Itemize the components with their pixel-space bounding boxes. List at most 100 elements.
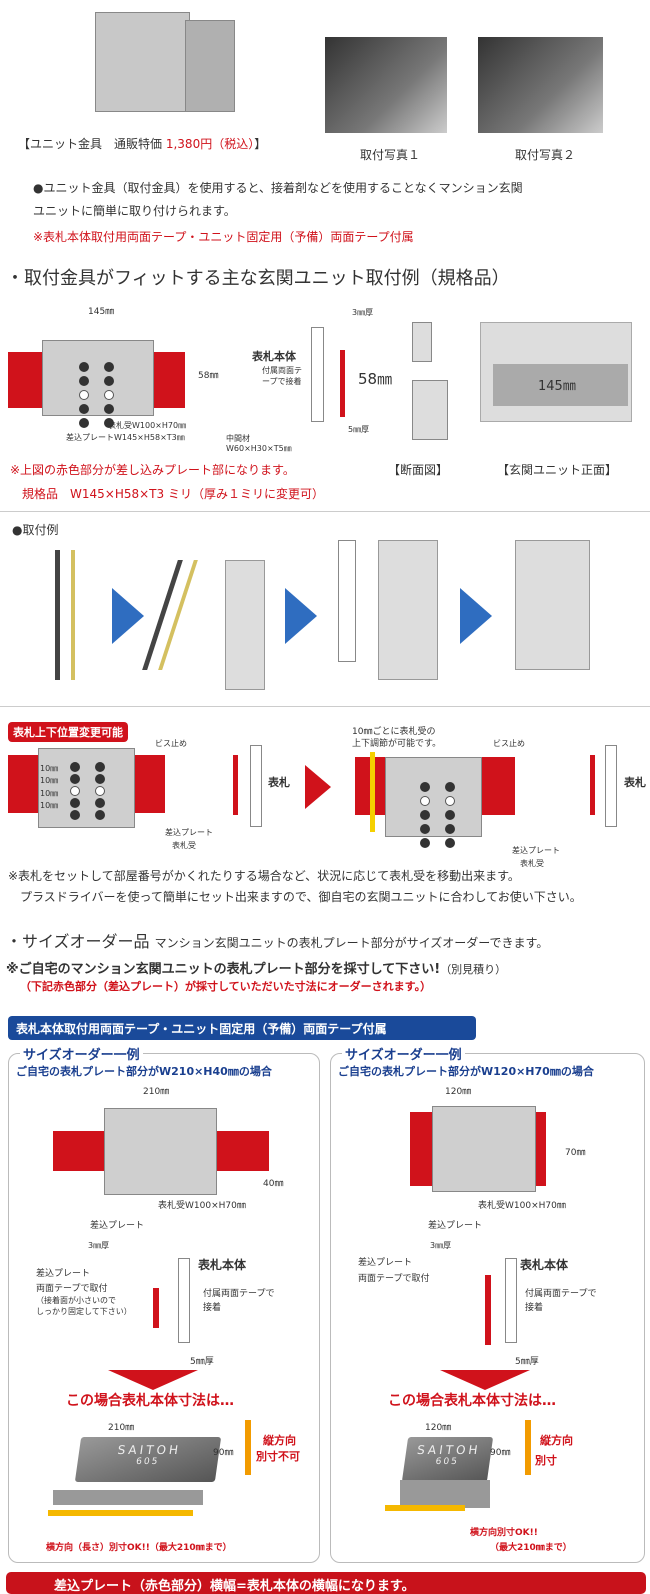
order-panel — [330, 1053, 645, 1563]
screw-label-right: ビス止め — [493, 739, 525, 748]
screw-hole — [95, 762, 105, 772]
dim-58: 58㎜ — [198, 371, 219, 381]
plate-label: 差込プレート — [428, 1221, 483, 1231]
panel-title: サイズオーダー一例 — [20, 1044, 143, 1063]
unit-bracket-image-back — [185, 20, 235, 112]
price-close: 】 — [254, 137, 267, 151]
photo2-caption: 取付写真２ — [515, 148, 576, 162]
adjust-arrow — [305, 765, 331, 809]
dim-height: 70㎜ — [565, 1148, 586, 1158]
receiver-label: 表札受W100×H70㎜ — [158, 1201, 246, 1211]
tape-note-1: （接着面が小さいので — [36, 1296, 116, 1305]
screw-hole — [420, 838, 430, 848]
screw-hole — [104, 362, 114, 372]
sign-label-left: 表札 — [268, 776, 290, 789]
description-line2: ユニットに簡単に取り付けられます。 — [33, 204, 236, 218]
adjust-note1: ※表札をセットして部屋番号がかくれたりする場合など、状況に応じて表札受を移動出来… — [8, 869, 520, 883]
screw-hole — [79, 390, 89, 400]
tape-label: 両面テープで取付 — [36, 1284, 108, 1294]
sign-name: SAITOH — [416, 1443, 482, 1457]
tape-note-2: しっかり固定して下さい） — [36, 1307, 132, 1316]
t3-label: 3㎜厚 — [88, 1241, 110, 1250]
order-bar: 表札本体取付用両面テープ・ユニット固定用（予備）両面テープ付属 — [8, 1016, 476, 1040]
step1 — [55, 550, 75, 680]
step2-unit — [225, 560, 265, 690]
step2 — [142, 560, 198, 670]
screw-hole — [445, 796, 455, 806]
mm10-2: 10㎜ — [40, 776, 59, 785]
plate-label-left: 差込プレート — [165, 828, 213, 837]
screw-label: ビス止め — [155, 739, 187, 748]
sign-name: SAITOH — [116, 1443, 183, 1457]
order-heading-title: ・サイズオーダー品 — [6, 932, 150, 951]
mm10-3: 10㎜ — [40, 789, 59, 798]
adjust-badge: 表札上下位置変更可能 — [8, 722, 128, 742]
plate-label-right: 差込プレート — [512, 846, 560, 855]
screw-hole — [70, 786, 80, 796]
plate-label-2: 差込プレート — [358, 1258, 413, 1268]
horizontal-arrow — [385, 1505, 465, 1511]
vertical-label-1: 縦方向 — [540, 1434, 573, 1447]
dim-145-big: 145㎜ — [538, 379, 576, 394]
screw-hole — [420, 810, 430, 820]
step3-unit — [378, 540, 438, 680]
screw-hole — [70, 774, 80, 784]
tape-label: 付属両面テープで接着 — [262, 366, 302, 386]
dim-height: 40㎜ — [263, 1179, 284, 1189]
mount-photo-2 — [478, 37, 603, 133]
receiver-label-right: 表札受 — [520, 859, 544, 868]
step-arrow-1 — [112, 588, 144, 644]
dim-58-big: 58㎜ — [358, 370, 393, 388]
order-bold: ※ご自宅のマンション玄関ユニットの表札プレート部分を採寸して下さい! — [6, 962, 441, 977]
adjust-tip1: 10㎜ごとに表札受の — [352, 727, 436, 737]
t3-label: 3㎜厚 — [352, 308, 374, 317]
sign-width: 120㎜ — [425, 1423, 452, 1433]
screw-hole — [95, 774, 105, 784]
std-note2: 規格品 W145×H58×T3 ミリ（厚み１ミリに変更可） — [22, 487, 324, 501]
std-note1: ※上図の赤色部分が差し込みプレート部になります。 — [10, 463, 295, 477]
side-sign — [178, 1258, 190, 1343]
divider — [0, 706, 650, 707]
photo1-caption: 取付写真１ — [360, 148, 421, 162]
sign-label-right: 表札 — [624, 776, 646, 789]
vertical-arrow — [525, 1420, 531, 1475]
section-label: 【断面図】 — [388, 463, 449, 477]
t5-label: 5㎜厚 — [348, 425, 370, 434]
result-label: この場合表札本体寸法は… — [388, 1393, 556, 1409]
order-heading-sub: マンション玄関ユニットの表札プレート部分がサイズオーダーできます。 — [154, 936, 549, 950]
screw-hole — [420, 824, 430, 834]
sign-body-label: 表札本体 — [198, 1258, 247, 1272]
screw-hole — [79, 418, 89, 428]
footer-bar: 差込プレート（赤色部分）横幅=表札本体の横幅になります。 — [6, 1572, 646, 1594]
order-estimate: （別見積り） — [440, 963, 507, 976]
dim-145: 145㎜ — [88, 307, 115, 317]
price: 1,380円（税込） — [165, 137, 255, 151]
screw-hole — [104, 390, 114, 400]
price-line: 【ユニット金具 通販特価 1,380円（税込）】 — [18, 135, 266, 152]
divider — [0, 511, 650, 512]
screw-hole — [104, 404, 114, 414]
dim-width: 120㎜ — [445, 1087, 472, 1097]
receiver-label: 表札受W100×H70㎜ — [108, 421, 187, 430]
attach-label-2: 接着 — [525, 1303, 544, 1313]
adjust-receiver-left — [38, 748, 135, 828]
receiver-label: 表札受W100×H70㎜ — [478, 1201, 566, 1211]
front-label: 【玄関ユニット正面】 — [497, 463, 618, 477]
vertical-label-2: 別寸 — [535, 1454, 557, 1467]
sign-height: 90㎜ — [490, 1448, 511, 1458]
vertical-arrow — [245, 1420, 251, 1475]
vertical-label-1: 縦方向 — [263, 1434, 296, 1447]
unit-bracket-image — [95, 12, 190, 112]
sign-base — [53, 1490, 203, 1505]
sign-body-label: 表札本体 — [252, 350, 296, 363]
sign-room: 605 — [434, 1457, 460, 1467]
order-red: （下記赤色部分（差込プレート）が採寸していただいた寸法にオーダーされます。） — [20, 980, 432, 993]
vertical-label-2: 別寸不可 — [256, 1450, 300, 1463]
mm10-1: 10㎜ — [40, 764, 59, 773]
screw-hole — [79, 362, 89, 372]
screw-hole — [70, 762, 80, 772]
order-bold-line: ※ご自宅のマンション玄関ユニットの表札プレート部分を採寸して下さい!（別見積り） — [6, 958, 506, 977]
sign-width: 210㎜ — [108, 1423, 135, 1433]
